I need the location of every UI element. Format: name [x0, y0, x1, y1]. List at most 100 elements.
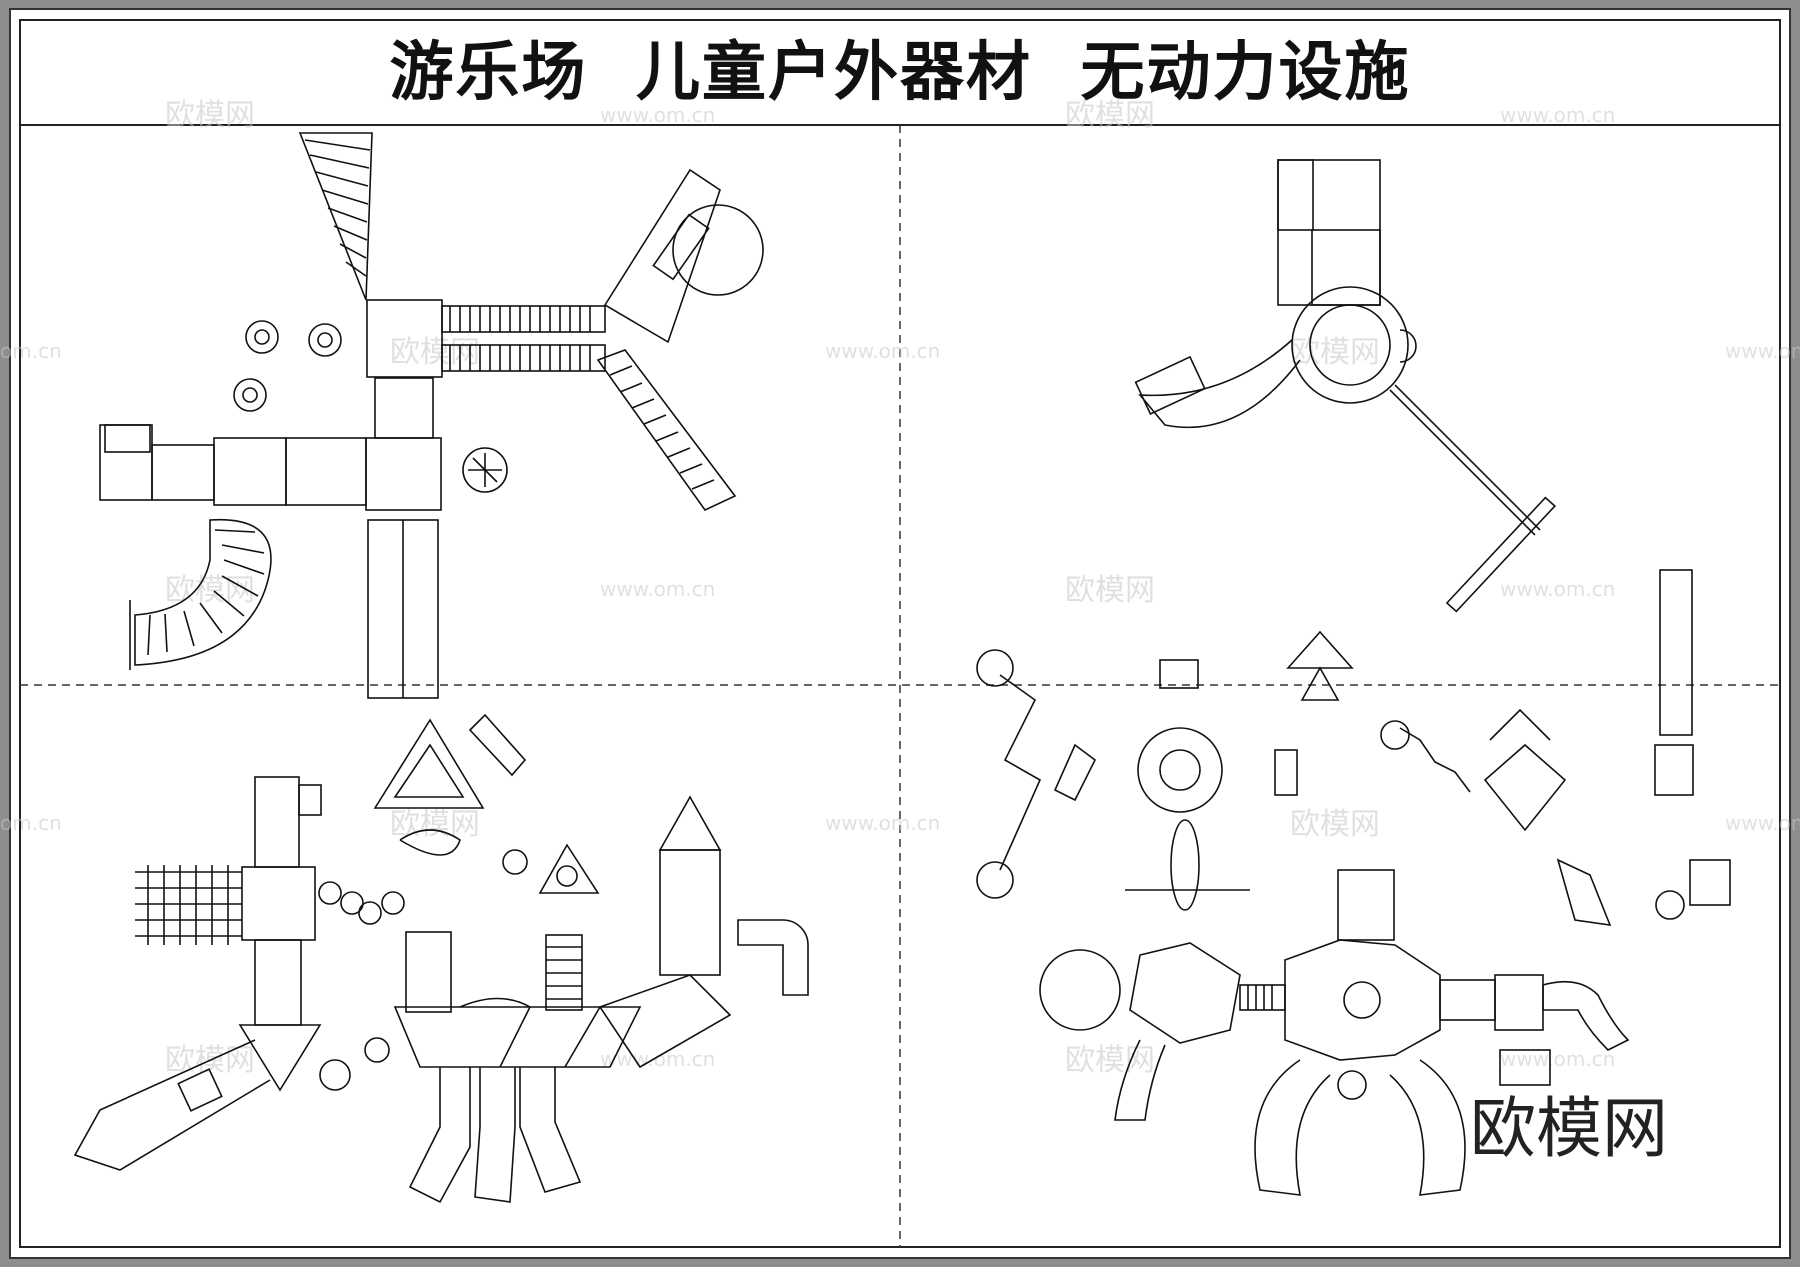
stepping-stone — [502, 849, 528, 875]
watermark: 欧模网 — [1065, 573, 1155, 608]
top-frame — [1489, 708, 1551, 741]
rock-slide — [1542, 980, 1630, 1051]
small-ramp — [1274, 749, 1298, 796]
slide-platform — [238, 1024, 322, 1092]
spring-rider-seat — [317, 332, 333, 348]
triangle-climber-inner — [393, 743, 465, 798]
watermark: www.om.cn — [825, 811, 940, 835]
slide-bench — [468, 713, 527, 777]
round-climber — [1137, 727, 1223, 813]
slide-tower — [603, 168, 721, 344]
roof-hatch — [1343, 981, 1381, 1019]
hoop — [319, 1059, 351, 1091]
disk — [1380, 720, 1410, 750]
stepping-stone — [340, 891, 364, 915]
triangle-spinner — [538, 843, 600, 894]
deck-seam — [564, 1006, 601, 1068]
hood — [1399, 329, 1417, 363]
slide-exit — [1134, 355, 1206, 416]
chain-bridge — [1399, 727, 1471, 793]
deck — [365, 437, 442, 511]
watermark: 欧模网 — [1290, 335, 1380, 370]
slide-platform — [652, 213, 710, 281]
deck-seam — [499, 1006, 531, 1068]
triangle-node — [1053, 743, 1097, 802]
cable-line — [1394, 384, 1541, 531]
side-box — [298, 784, 322, 816]
brand-logo: 欧模网 — [1470, 1090, 1668, 1167]
watermark: om.cn — [0, 339, 62, 363]
watermark: om.cn — [0, 811, 62, 835]
bridge-planks — [449, 306, 591, 332]
watermark: www.om.cn — [600, 577, 715, 601]
watermark: 欧模网 — [390, 807, 480, 842]
watermark: www.om.cn — [1725, 811, 1800, 835]
playground-plan-top-right — [1134, 159, 1693, 736]
wide-slide — [73, 1039, 271, 1171]
triangle-climber — [373, 718, 485, 809]
slide-curve-left — [1254, 1059, 1331, 1196]
spinner — [462, 447, 508, 493]
curved-slide — [134, 518, 272, 666]
page-title: 游乐场 儿童户外器材 无动力设施 — [389, 36, 1411, 110]
watermark: 欧模网 — [1290, 807, 1380, 842]
spring-rider — [364, 1037, 390, 1063]
chain-net — [1170, 819, 1200, 911]
slide-bench — [1689, 859, 1731, 906]
slide-middle — [474, 1067, 516, 1203]
spring-rider — [308, 323, 342, 357]
playground-plan-top-left — [99, 132, 764, 699]
watermark: www.om.cn — [1725, 339, 1800, 363]
bridge-planks — [449, 345, 591, 371]
spin-cup — [976, 649, 1014, 687]
watermark: www.om.cn — [600, 1047, 715, 1071]
hex-tower — [1483, 743, 1567, 832]
bench — [1159, 659, 1199, 689]
roof-panel — [104, 424, 151, 453]
watermark: 欧模网 — [165, 98, 255, 133]
step-box — [1499, 1049, 1551, 1086]
stepping-stone — [318, 881, 342, 905]
deck — [1654, 744, 1694, 796]
spiral-slide — [1039, 949, 1121, 1031]
watermark: www.om.cn — [1500, 577, 1615, 601]
spinner — [1337, 1070, 1367, 1100]
curved-slide — [1138, 339, 1301, 429]
rocker — [399, 829, 461, 856]
tube-slide — [737, 919, 809, 996]
octagon-deck — [1284, 939, 1441, 1061]
bridge-planks — [1247, 985, 1273, 1010]
spiral-slide — [672, 204, 764, 296]
watermark: www.om.cn — [825, 339, 940, 363]
climbing-grid — [135, 865, 242, 945]
ladder-rungs — [546, 946, 582, 1000]
slide-chute — [1337, 869, 1395, 941]
spinner-spokes — [468, 453, 502, 487]
tower-roof — [658, 795, 722, 851]
slide-curve-right — [1389, 1059, 1466, 1196]
playground-plan-bottom-left — [73, 713, 809, 1204]
net-rungs — [304, 139, 371, 277]
slide-right — [519, 1067, 582, 1193]
spring-rider — [233, 378, 267, 412]
pole-slide — [1659, 569, 1693, 736]
watermark: 欧模网 — [390, 335, 480, 370]
cable-line — [1389, 389, 1536, 536]
hammock — [1556, 858, 1612, 926]
round-tower — [1291, 286, 1409, 404]
rope-path — [999, 674, 1042, 871]
arch — [459, 997, 531, 1008]
slide-left — [408, 1067, 471, 1204]
slide-steps — [147, 529, 265, 656]
spin-cup — [976, 861, 1014, 899]
spring-rider-seat — [254, 329, 270, 345]
climbing-wall — [405, 931, 452, 1013]
watermark: www.om.cn — [1500, 103, 1615, 127]
climbing-net — [298, 132, 373, 301]
watermark: www.om.cn — [1500, 1047, 1615, 1071]
grate — [177, 1068, 223, 1112]
hex-deck — [1129, 942, 1241, 1044]
spinner-center — [556, 865, 578, 887]
